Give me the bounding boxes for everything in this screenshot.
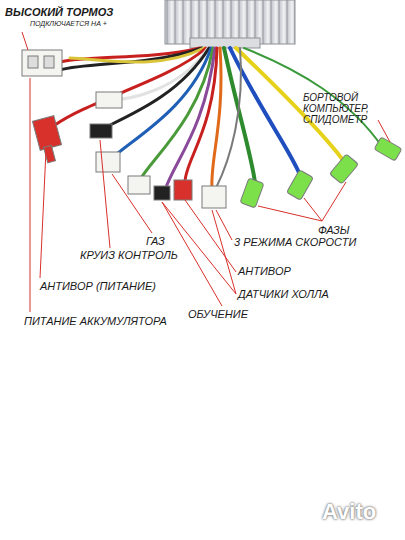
part-label: ОБУЧЕНИЕ: [188, 308, 248, 320]
part-label: ФАЗЫ: [318, 224, 349, 236]
part-label: ВЫСОКИЙ ТОРМОЗ: [5, 6, 113, 18]
part-label: 3 РЕЖИМА СКОРОСТИ: [234, 236, 356, 248]
part-label: ДАТЧИКИ ХОЛЛА: [238, 288, 329, 300]
leader-lines: [22, 32, 390, 312]
part-label: АНТИВОР (ПИТАНИЕ): [40, 280, 156, 292]
part-label: ПИТАНИЕ АККУМУЛЯТОРА: [24, 315, 167, 327]
note: ПОДКЛЮЧАЕТСЯ НА +: [30, 20, 107, 28]
part-label: АНТИВОР: [238, 265, 291, 277]
watermark: Avito: [322, 500, 376, 524]
part-label: БОРТОВОЙ КОМПЬЮТЕР, СПИДОМЕТР: [303, 92, 399, 125]
part-label: ГАЗ: [146, 235, 165, 247]
controller-housing: [165, 0, 295, 44]
part-label: КРУИЗ КОНТРОЛЬ: [80, 249, 178, 261]
